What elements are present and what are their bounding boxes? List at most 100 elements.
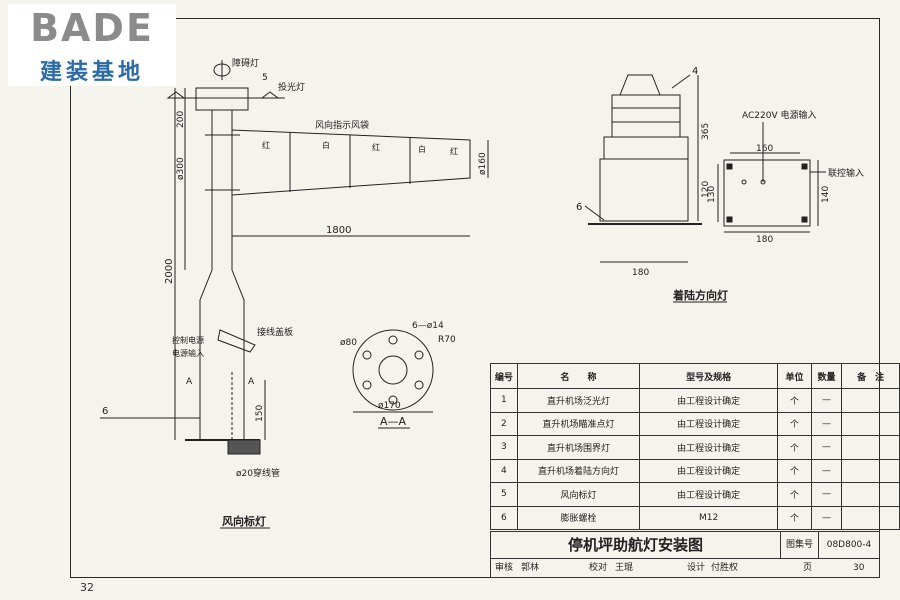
cell-note bbox=[841, 505, 900, 530]
callout-6-landing: 6 bbox=[576, 202, 582, 213]
cell-no: 3 bbox=[490, 435, 518, 460]
bolt-hole bbox=[362, 380, 372, 390]
page-value: 30 bbox=[853, 563, 865, 573]
logo-subtitle: 建装基地 bbox=[39, 60, 144, 85]
dim-120: 120 bbox=[701, 181, 711, 198]
light-lens-body bbox=[611, 94, 681, 138]
cell-no: 2 bbox=[490, 411, 518, 436]
bolt-hole bbox=[414, 380, 424, 390]
section-mark-a-right: A bbox=[248, 377, 255, 387]
cell-spec: 由工程设计确定 bbox=[639, 411, 779, 436]
cell-name: 直升机场着陆方向灯 bbox=[516, 458, 641, 483]
cell-note bbox=[841, 411, 900, 436]
atlas-label: 图集号 bbox=[781, 532, 819, 559]
callout-6-leader-landing bbox=[584, 205, 605, 221]
label-flood-light: 投光灯 bbox=[278, 81, 305, 93]
cell-unit: 个 bbox=[777, 411, 812, 436]
anchor-bolt bbox=[801, 216, 808, 223]
pole-base-section bbox=[199, 269, 245, 441]
callout-6: 6 bbox=[102, 406, 108, 417]
drawing-frame bbox=[70, 18, 880, 578]
table-row: 6 膨胀螺栓 M12 个 — bbox=[490, 505, 900, 530]
label-band-white-1: 白 bbox=[322, 140, 330, 150]
dim-180-side: 180 bbox=[632, 268, 649, 278]
dim-300: ø300 bbox=[176, 157, 186, 180]
parts-table: 编号 名 称 型号及规格 单位 数量 备 注 1 直升机场泛光灯 由工程设计确定… bbox=[490, 363, 900, 530]
label-junction-plate: 接线盖板 bbox=[257, 326, 293, 338]
light-base bbox=[599, 158, 689, 222]
logo-brand-text: BADE bbox=[30, 6, 154, 50]
anchor-bolt bbox=[801, 163, 808, 170]
label-control-input: 控制电源 bbox=[172, 335, 204, 345]
cell-name: 直升机场瞄准点灯 bbox=[516, 411, 641, 436]
table-row: 2 直升机场瞄准点灯 由工程设计确定 个 — bbox=[490, 411, 900, 436]
cell-no: 5 bbox=[490, 482, 518, 507]
cell-note bbox=[841, 388, 900, 413]
cell-qty: — bbox=[810, 458, 843, 483]
header-spec: 型号及规格 bbox=[639, 363, 779, 389]
cell-note bbox=[841, 435, 900, 460]
table-row: 4 直升机场着陆方向灯 由工程设计确定 个 — bbox=[490, 458, 900, 483]
callout-4: 4 bbox=[692, 66, 698, 77]
cell-no: 6 bbox=[490, 505, 518, 530]
cell-qty: — bbox=[810, 411, 843, 436]
review-label: 审核 bbox=[495, 563, 514, 573]
cell-note bbox=[841, 458, 900, 483]
label-band-red-2: 红 bbox=[372, 142, 380, 152]
drawing-title: 停机坪助航灯安装图 bbox=[491, 532, 781, 559]
table-row: 5 风向标灯 由工程设计确定 个 — bbox=[490, 482, 900, 507]
header-unit: 单位 bbox=[777, 363, 812, 389]
checker-name: 王琨 bbox=[615, 563, 634, 573]
cell-qty: — bbox=[810, 482, 843, 507]
cell-unit: 个 bbox=[777, 482, 812, 507]
light-collar bbox=[603, 136, 689, 160]
bolt-hole bbox=[362, 350, 372, 360]
cell-spec: 由工程设计确定 bbox=[639, 388, 779, 413]
table-row: 3 直升机场围界灯 由工程设计确定 个 — bbox=[490, 435, 900, 460]
cell-name: 直升机场围界灯 bbox=[516, 435, 641, 460]
flood-light-right-icon bbox=[260, 91, 280, 99]
bolt-hole bbox=[388, 395, 398, 405]
caption-wind-lamp: 风向标灯 bbox=[222, 514, 266, 528]
section-mark-a-left: A bbox=[186, 377, 193, 387]
label-band-red-3: 红 bbox=[450, 146, 458, 156]
dim-holes: 6—ø14 bbox=[412, 321, 444, 331]
dim-2000: 2000 bbox=[164, 259, 175, 284]
label-power-input: 电源输入 bbox=[172, 348, 204, 358]
cell-spec: 由工程设计确定 bbox=[639, 435, 779, 460]
callout-4-leader bbox=[671, 74, 691, 89]
caption-section-aa: A—A bbox=[380, 415, 407, 428]
table-row: 1 直升机场泛光灯 由工程设计确定 个 — bbox=[490, 388, 900, 413]
dim-80: ø80 bbox=[340, 338, 357, 348]
caption-landing-light: 着陆方向灯 bbox=[672, 288, 728, 302]
flood-light-left-icon bbox=[166, 91, 186, 99]
cell-qty: — bbox=[810, 435, 843, 460]
header-qty: 数量 bbox=[810, 363, 843, 389]
title-block: 停机坪助航灯安装图 图集号 08D800-4 审核 郭林 校对 王琨 设计 付胜… bbox=[490, 531, 880, 578]
header-no: 编号 bbox=[490, 363, 518, 389]
brand-logo: BADE 建装基地 bbox=[8, 4, 176, 86]
dim-150: 150 bbox=[255, 405, 265, 422]
designer-name: 付胜权 bbox=[711, 563, 739, 573]
cell-unit: 个 bbox=[777, 458, 812, 483]
cell-no: 4 bbox=[490, 458, 518, 483]
dim-365: 365 bbox=[701, 123, 711, 140]
obstacle-light-icon bbox=[213, 63, 231, 77]
dim-160: ø160 bbox=[478, 152, 488, 175]
dim-130: 130 bbox=[707, 186, 717, 203]
bolt-hole bbox=[388, 335, 398, 345]
label-band-white-2: 白 bbox=[418, 144, 426, 154]
dim-160-plan: 160 bbox=[756, 144, 773, 154]
dim-170: ø170 bbox=[378, 401, 401, 411]
cell-unit: 个 bbox=[777, 435, 812, 460]
parts-table-header: 编号 名 称 型号及规格 单位 数量 备 注 bbox=[490, 363, 900, 389]
cell-spec: 由工程设计确定 bbox=[639, 482, 779, 507]
cell-spec: M12 bbox=[639, 505, 779, 530]
cell-unit: 个 bbox=[777, 505, 812, 530]
page-label: 页 bbox=[803, 563, 813, 573]
header-name: 名 称 bbox=[516, 363, 641, 389]
cell-spec: 由工程设计确定 bbox=[639, 458, 779, 483]
label-obstacle-light: 障碍灯 bbox=[232, 57, 259, 69]
